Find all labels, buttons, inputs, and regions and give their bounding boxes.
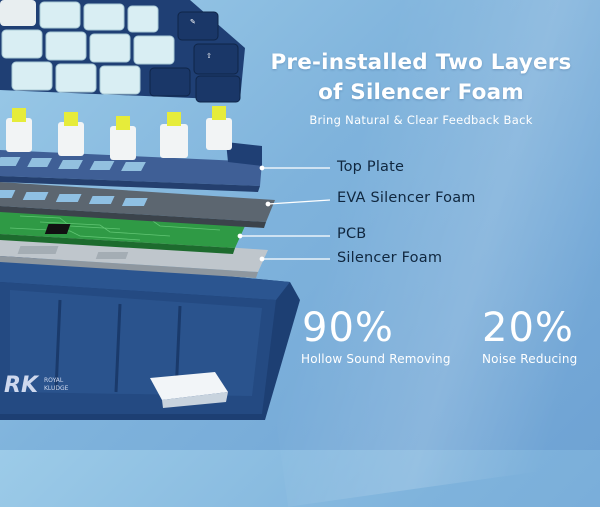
headline: Pre-installed Two Layers of Silencer Foa… [262,48,580,108]
stat-label-noise: Noise Reducing [482,352,578,366]
top-plate-layer [0,142,262,192]
svg-text:ROYAL: ROYAL [44,377,64,384]
svg-text:RK: RK [4,373,40,398]
svg-text:✎: ✎ [190,18,196,26]
callout-eva-silencer-foam: EVA Silencer Foam [337,190,476,206]
callout-top-plate: Top Plate [337,159,405,175]
keyboard-case [0,255,300,420]
switches-row [6,106,232,160]
headline-line-1: Pre-installed Two Layers [270,50,572,75]
svg-text:KLUDGE: KLUDGE [44,385,69,392]
headline-line-2: of Silencer Foam [318,80,524,105]
stat-label-hollow-sound: Hollow Sound Removing [301,352,451,366]
stat-value-hollow-sound: 90% [302,305,394,351]
svg-text:⇧: ⇧ [206,52,212,60]
callout-lines [237,165,331,262]
brand-logo: RK ROYAL KLUDGE [4,373,69,398]
callout-pcb: PCB [337,226,367,242]
subhead: Bring Natural & Clear Feedback Back [309,113,533,127]
stat-value-noise: 20% [482,305,574,351]
keyboard-exploded-illustration: RK ROYAL KLUDGE [0,0,331,420]
eva-silencer-foam-layer [0,182,275,228]
callout-silencer-foam: Silencer Foam [337,250,443,266]
pcb-layer [0,210,245,254]
keycaps-layer: ✎ ⇧ [0,0,245,103]
